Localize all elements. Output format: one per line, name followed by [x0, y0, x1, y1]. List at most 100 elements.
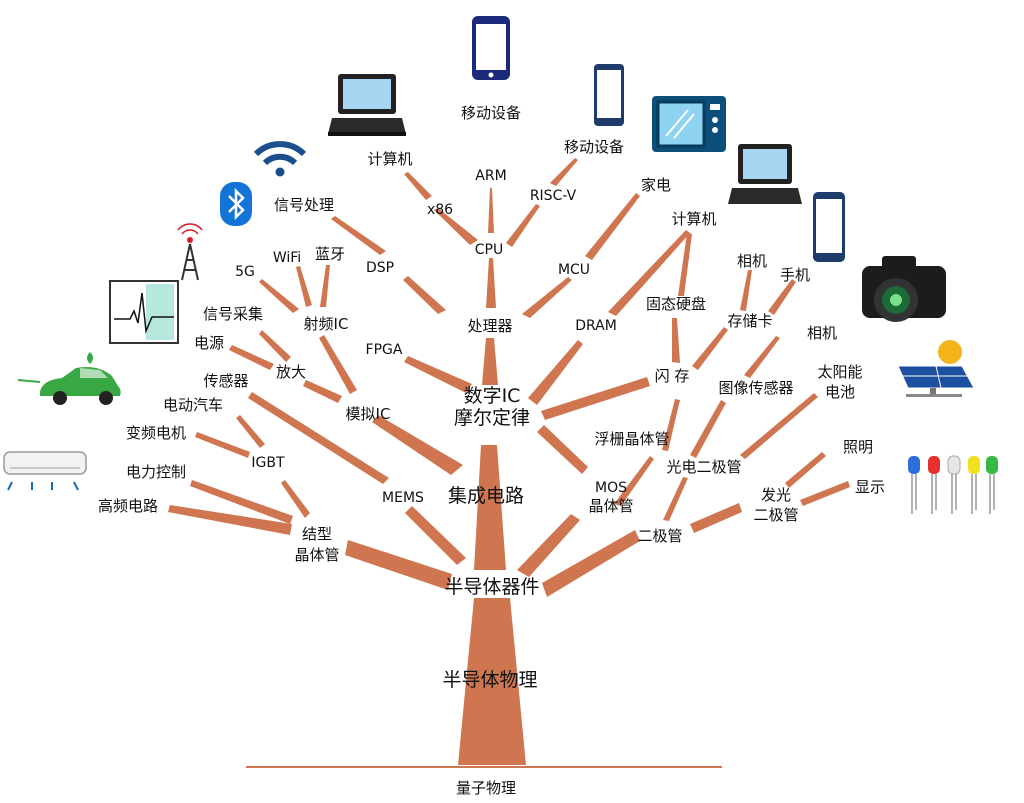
branch-igbt-to-ev	[236, 415, 265, 448]
label-led: 发光	[761, 486, 791, 504]
branch-to-bjt	[345, 540, 452, 590]
branch-card-to-phone	[768, 279, 796, 315]
label-semiconductor-devices: 半导体器件	[444, 576, 539, 598]
branch-rf-to-5g	[259, 279, 299, 313]
label-computer-left: 计算机	[367, 150, 412, 168]
branch-to-mcu	[522, 277, 572, 318]
branch-riscv-to-mobile	[550, 158, 578, 186]
label-diode: 二极管	[637, 527, 682, 545]
laptop-icon	[728, 144, 802, 204]
label-dram: DRAM	[575, 318, 617, 334]
label-solar-cell-2: 电池	[825, 383, 855, 401]
label-semiconductor-physics: 半导体物理	[442, 669, 537, 691]
branch-to-fpga	[404, 356, 472, 393]
branch-flash-to-card	[692, 327, 728, 370]
label-mobile-device-top: 移动设备	[461, 104, 521, 122]
label-moores-law: 摩尔定律	[454, 407, 530, 429]
smartphone-icon	[594, 64, 624, 126]
label-flash: 闪 存	[655, 367, 690, 385]
branch-to-analog	[372, 415, 463, 475]
branch-card-to-camera	[740, 270, 752, 311]
branch-flash-to-ssd	[672, 318, 680, 363]
branches	[168, 158, 850, 765]
label-analog-ic: 模拟IC	[346, 405, 391, 423]
label-mos: MOS	[595, 480, 627, 496]
label-computer-right: 计算机	[671, 210, 716, 228]
label-mobile-device-right: 移动设备	[564, 138, 624, 156]
label-bjt: 结型	[302, 525, 332, 543]
branch-amp-to-power	[229, 345, 274, 370]
label-floating-gate-transistor: 浮栅晶体管	[594, 430, 669, 448]
smartphone-icon	[472, 16, 510, 80]
label-processor: 处理器	[467, 317, 512, 335]
label-bluetooth: 蓝牙	[315, 245, 345, 263]
branch-mems-to-sensor	[248, 392, 389, 484]
label-igbt: IGBT	[251, 455, 285, 471]
laptop-icon	[328, 74, 406, 136]
branch-led-to-lighting	[785, 452, 826, 488]
branch-to-arm	[488, 188, 494, 233]
wifi-icon	[253, 141, 307, 177]
label-integrated-circuit: 集成电路	[448, 485, 524, 507]
label-mcu: MCU	[558, 262, 590, 278]
branch-rf-to-wifi	[296, 266, 312, 307]
bluetooth-icon	[220, 182, 252, 226]
branch-x86-to-computer	[404, 172, 432, 200]
label-lighting: 照明	[843, 438, 873, 456]
branch-to-mos-main	[517, 514, 580, 577]
label-power-supply: 电源	[194, 334, 224, 352]
branch-analog-to-rf	[319, 335, 357, 394]
branch-dsp-to-signal	[331, 216, 386, 255]
label-electric-vehicle: 电动汽车	[163, 396, 223, 414]
label-memory-card: 存储卡	[727, 312, 772, 330]
branch-to-flash	[541, 377, 650, 420]
label-camera-right: 相机	[807, 324, 837, 342]
branch-diode-to-led	[690, 503, 742, 533]
label-solar-cell: 太阳能	[817, 363, 862, 381]
label-image-sensor: 图像传感器	[718, 379, 793, 397]
label-5g: 5G	[235, 264, 255, 280]
branch-mos-to-floating	[662, 399, 680, 451]
label-phone: 手机	[780, 266, 810, 284]
branch-to-mems	[405, 506, 466, 565]
label-amplify: 放大	[276, 363, 306, 381]
label-mems: MEMS	[382, 490, 424, 506]
label-led-2: 二极管	[753, 506, 798, 524]
label-appliance: 家电	[641, 176, 671, 194]
label-cpu: CPU	[475, 242, 503, 258]
branch-diode-to-photodiode	[663, 477, 688, 521]
label-signal-processing: 信号处理	[274, 196, 334, 214]
branch-to-x86	[434, 208, 478, 245]
radio-tower-icon	[177, 223, 203, 281]
label-inverter-motor: 变频电机	[126, 424, 186, 442]
branch-to-diode	[542, 530, 640, 597]
label-digital-ic: 数字IC	[464, 385, 521, 407]
branch-bjt-to-igbt	[281, 480, 310, 518]
branch-mcu-to-appliance	[585, 193, 640, 260]
branch-bjt-to-hf	[168, 505, 292, 535]
branch-to-cpu	[486, 258, 496, 308]
branch-led-to-display	[800, 481, 850, 506]
branch-image-to-camera	[744, 336, 780, 378]
branch-photodiode-to-solar	[740, 393, 818, 459]
air-conditioner-icon	[3, 451, 87, 491]
label-wifi: WiFi	[273, 250, 301, 266]
ecg-monitor-icon	[109, 280, 179, 344]
electric-car-icon	[17, 352, 121, 405]
branch-to-dsp	[403, 276, 446, 314]
label-arm: ARM	[475, 168, 506, 184]
label-fpga: FPGA	[366, 342, 403, 358]
led-icon	[908, 455, 998, 514]
branch-rf-to-bt	[320, 265, 330, 307]
label-photodiode: 光电二极管	[666, 458, 741, 476]
dslr-camera-icon	[862, 256, 946, 322]
branch-dram-to-computer	[608, 230, 690, 316]
microwave-icon	[652, 96, 726, 152]
label-power-control: 电力控制	[126, 463, 186, 481]
branch-trunk	[458, 598, 526, 765]
label-mos-transistor: 晶体管	[588, 497, 633, 515]
branch-igbt-to-motor	[195, 432, 250, 458]
label-riscv: RISC-V	[530, 188, 577, 204]
